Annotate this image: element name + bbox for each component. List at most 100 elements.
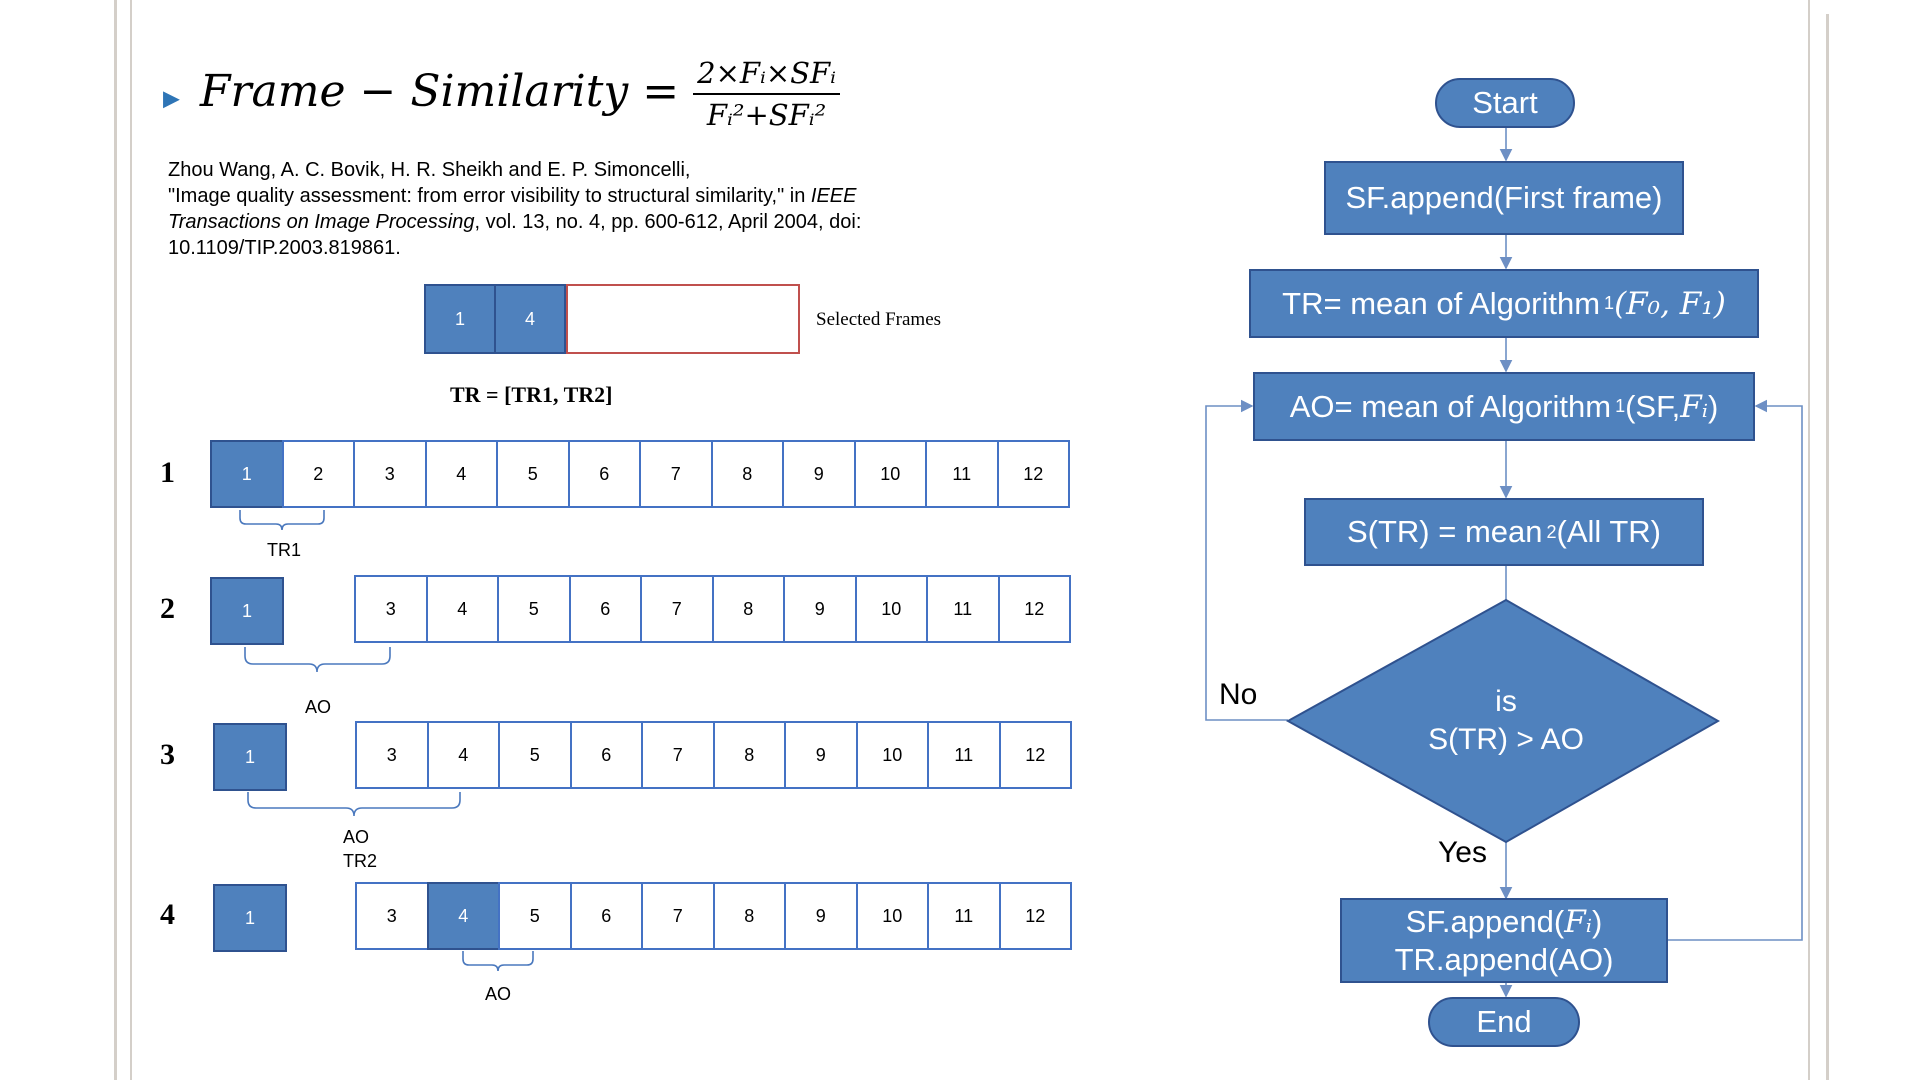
row-2-frame-7: 7 [640, 575, 714, 643]
row-4-frame-7: 7 [641, 882, 715, 950]
row-4-frame-9: 9 [784, 882, 858, 950]
flow-s-tr-after: (All TR) [1556, 514, 1662, 549]
row-1-frame-11: 11 [925, 440, 999, 508]
annotation-row-1: TR1 [266, 540, 301, 560]
flow-start: Start [1435, 78, 1575, 128]
row-4-frame-11: 11 [927, 882, 1001, 950]
row-4-frame-10: 10 [855, 882, 929, 950]
row-label-1: 1 [160, 456, 175, 489]
row-4-frame-8: 8 [712, 882, 786, 950]
page-border-left-inner [130, 0, 132, 1080]
row-4-frame-12: 12 [998, 882, 1072, 950]
row-4-frame-1: 1 [213, 884, 287, 952]
brace-row-3 [247, 792, 461, 817]
row-2-frame-8: 8 [711, 575, 785, 643]
row-1-frame-5: 5 [496, 440, 570, 508]
flow-append-l1-a: SF.append( [1405, 903, 1565, 939]
row-3-frame-7: 7 [641, 721, 715, 789]
row-3-frame-8: 8 [712, 721, 786, 789]
decision-text: is S(TR) > AO [1390, 683, 1622, 759]
row-4-frame-3: 3 [355, 882, 429, 950]
row-3-frame-11: 11 [927, 721, 1001, 789]
citation-line-2: "Image quality assessment: from error vi… [168, 183, 948, 209]
flow-yes-label: Yes [1438, 836, 1487, 869]
row-3-frame-9: 9 [784, 721, 858, 789]
brace-row-2 [244, 647, 391, 673]
flow-s-tr-sup: 2 [1546, 521, 1557, 542]
flow-append-line-1: SF.append(Fᵢ) [1406, 903, 1603, 941]
row-label-4: 4 [160, 898, 175, 931]
flow-ao-mean-args-a: (SF, [1625, 388, 1681, 424]
selected-frames-label: Selected Frames [816, 309, 942, 330]
selected-frames-empty-slot [566, 284, 800, 354]
row-1-frame-3: 3 [353, 440, 427, 508]
formula-lhs: Frame − Similarity = [199, 65, 680, 117]
row-1-frame-2: 2 [281, 440, 355, 508]
page-border-left-outer [114, 0, 117, 1080]
page-border-right-inner [1808, 0, 1810, 1080]
row-2-frame-5: 5 [497, 575, 571, 643]
row-3-frame-6: 6 [569, 721, 643, 789]
flow-ao-mean-var: Fᵢ [1680, 388, 1708, 425]
flow-s-tr-text: S(TR) = mean [1346, 514, 1543, 549]
row-1-frame-9: 9 [782, 440, 856, 508]
flow-append-line-2: TR.append(AO) [1394, 941, 1614, 977]
flow-ao-mean-sup: 1 [1615, 396, 1626, 416]
flow-sf-append-first: SF.append(First frame) [1324, 161, 1684, 235]
flow-tr-mean-args: (F₀, F₁) [1614, 285, 1726, 322]
decision-line-1: is [1495, 685, 1517, 718]
formula-fraction: 2×Fᵢ×SFᵢ Fᵢ²+SFᵢ² [693, 56, 840, 132]
brace-row-4 [462, 951, 534, 972]
row-1-frame-8: 8 [710, 440, 784, 508]
row-label-3: 3 [160, 738, 175, 771]
row-4-frame-5: 5 [498, 882, 572, 950]
page-border-right-outer [1826, 14, 1829, 1080]
brace-row-1 [239, 510, 325, 531]
decision-line-2: S(TR) > AO [1428, 723, 1584, 756]
citation-line-1: Zhou Wang, A. C. Bovik, H. R. Sheikh and… [168, 159, 691, 181]
row-2-frame-10: 10 [854, 575, 928, 643]
row-1-frame-10: 10 [853, 440, 927, 508]
annotation-row-4: AO [484, 984, 511, 1004]
flow-ao-mean-args-b: ) [1707, 388, 1719, 424]
citation-line-3-text: , vol. 13, no. 4, pp. 600-612, April 200… [474, 211, 862, 233]
citation: Zhou Wang, A. C. Bovik, H. R. Sheikh and… [168, 157, 948, 261]
row-1-frame-1: 1 [210, 440, 284, 508]
row-1-frame-12: 12 [996, 440, 1070, 508]
row-3-frame-1: 1 [213, 723, 287, 791]
citation-journal-a: IEEE [810, 185, 857, 207]
row-2-frame-3: 3 [354, 575, 428, 643]
row-2-frame-4: 4 [425, 575, 499, 643]
flow-tr-mean-text: TR= mean of Algorithm [1282, 285, 1601, 321]
annotation-row-2: AO [304, 697, 331, 717]
flow-end: End [1428, 997, 1580, 1047]
row-3-frame-4: 4 [426, 721, 500, 789]
arrow-yes-loop [1666, 399, 1803, 941]
citation-line-4: 10.1109/TIP.2003.819861. [168, 237, 401, 259]
row-2-frame-11: 11 [926, 575, 1000, 643]
row-1-frame-6: 6 [567, 440, 641, 508]
citation-journal-b: Transactions on Image Processing [168, 211, 475, 233]
flow-append-l1-var: Fᵢ [1564, 903, 1592, 940]
similarity-formula: ▶ Frame − Similarity = 2×Fᵢ×SFᵢ Fᵢ²+SFᵢ² [163, 56, 840, 132]
tr-equation: TR = [TR1, TR2] [450, 382, 613, 407]
row-3-frame-12: 12 [998, 721, 1072, 789]
row-2-frame-1: 1 [210, 577, 284, 645]
row-1-frame-4: 4 [424, 440, 498, 508]
row-3-frame-3: 3 [355, 721, 429, 789]
annotation-row-3a: AO [342, 827, 369, 847]
annotation-row-3b: TR2 [342, 851, 377, 871]
row-2-frame-6: 6 [568, 575, 642, 643]
citation-line-3: Transactions on Image Processing, vol. 1… [168, 209, 948, 235]
row-2-frame-9: 9 [783, 575, 857, 643]
row-4-frame-4: 4 [426, 882, 500, 950]
selected-frame-2: 4 [494, 284, 566, 354]
arrow-no-loop [1205, 399, 1288, 721]
flow-append-l1-b: ) [1591, 903, 1603, 939]
formula-numerator: 2×Fᵢ×SFᵢ [693, 56, 840, 95]
row-1-frame-7: 7 [639, 440, 713, 508]
row-3-frame-5: 5 [498, 721, 572, 789]
flow-tr-mean-sup: 1 [1604, 293, 1615, 313]
